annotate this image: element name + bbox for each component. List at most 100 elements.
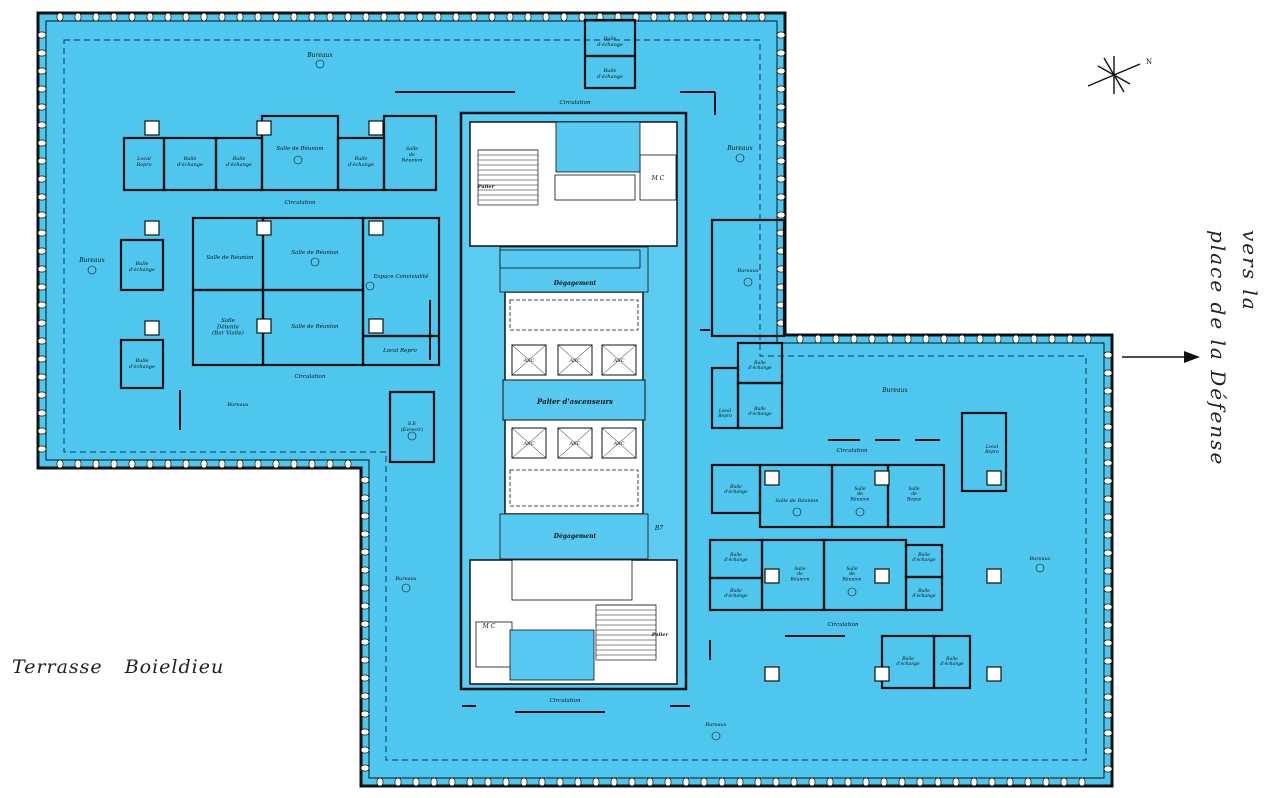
north-arrow: N — [1087, 56, 1152, 94]
perimeter-post — [218, 459, 226, 469]
perimeter-post — [452, 12, 460, 22]
perimeter-post — [110, 459, 118, 469]
perimeter-post — [290, 459, 298, 469]
structural-column — [256, 318, 272, 334]
perimeter-post — [776, 175, 786, 183]
perimeter-post — [776, 193, 786, 201]
perimeter-post — [448, 777, 456, 787]
perimeter-post — [578, 12, 586, 22]
perimeter-post — [344, 12, 352, 22]
perimeter-post — [308, 459, 316, 469]
perimeter-post — [37, 373, 47, 381]
label-mc-bottom: M C — [482, 623, 496, 630]
perimeter-post — [290, 12, 298, 22]
structural-column — [368, 318, 384, 334]
perimeter-post — [360, 656, 370, 664]
rooms — [119, 18, 1008, 690]
perimeter-post — [128, 459, 136, 469]
perimeter-post — [808, 777, 816, 787]
perimeter-post — [412, 777, 420, 787]
perimeter-post — [164, 459, 172, 469]
perimeter-post — [37, 391, 47, 399]
label-bureaux-right: Bureaux — [881, 387, 908, 394]
perimeter-post — [664, 777, 672, 787]
room-tag — [310, 257, 320, 267]
perimeter-post — [146, 12, 154, 22]
perimeter-post — [976, 334, 984, 344]
perimeter-post — [524, 12, 532, 22]
perimeter-post — [37, 103, 47, 111]
perimeter-post — [610, 777, 618, 787]
perimeter-post — [776, 211, 786, 219]
perimeter-post — [790, 777, 798, 787]
svg-text:ASC: ASC — [523, 441, 535, 447]
label-salle-reunion-2: Salle de Réunion — [291, 249, 339, 256]
perimeter-post — [1030, 334, 1038, 344]
perimeter-post — [868, 334, 876, 344]
perimeter-post — [360, 710, 370, 718]
label-circulation-1: Circulation — [284, 200, 316, 206]
perimeter-post — [1103, 387, 1113, 395]
perimeter-post — [37, 337, 47, 345]
label-local-repro-2: Local Repro — [382, 348, 417, 354]
perimeter-post — [1103, 621, 1113, 629]
perimeter-post — [722, 12, 730, 22]
perimeter-post — [37, 445, 47, 453]
label-bureaux-bl: Bureaux — [226, 402, 248, 408]
label-palier-ascenseurs: Palier d'ascenseurs — [536, 397, 613, 406]
perimeter-post — [92, 12, 100, 22]
perimeter-post — [326, 12, 334, 22]
perimeter-post — [488, 12, 496, 22]
perimeter-post — [326, 459, 334, 469]
perimeter-post — [37, 175, 47, 183]
label-salle-reunion-4: Salle de Réunion — [276, 145, 324, 152]
structural-column — [256, 120, 272, 136]
perimeter-post — [682, 777, 690, 787]
perimeter-post — [880, 777, 888, 787]
perimeter-post — [754, 777, 762, 787]
perimeter-post — [952, 777, 960, 787]
perimeter-post — [37, 121, 47, 129]
perimeter-post — [772, 777, 780, 787]
perimeter-post — [37, 67, 47, 75]
perimeter-post — [506, 12, 514, 22]
perimeter-post — [380, 12, 388, 22]
perimeter-post — [1103, 441, 1113, 449]
perimeter-post — [236, 459, 244, 469]
perimeter-post — [37, 229, 47, 237]
perimeter-post — [74, 459, 82, 469]
perimeter-post — [922, 334, 930, 344]
perimeter-post — [776, 139, 786, 147]
perimeter-post — [776, 31, 786, 39]
perimeter-post — [758, 12, 766, 22]
perimeter-posts — [37, 12, 1113, 787]
perimeter-post — [1103, 405, 1113, 413]
room-tags — [87, 59, 1045, 741]
label-degagement-bottom: Dégagement — [553, 533, 597, 540]
perimeter-post — [74, 12, 82, 22]
structural-column — [144, 220, 160, 236]
perimeter-post — [146, 459, 154, 469]
perimeter-post — [776, 121, 786, 129]
room-labels: Bureaux Bureaux Bureaux Bureaux Bureaux … — [78, 36, 1051, 728]
structural-column — [144, 320, 160, 336]
perimeter-post — [1103, 549, 1113, 557]
structural-column — [874, 666, 890, 682]
label-bureaux-tr: Bureaux — [726, 145, 753, 152]
perimeter-post — [360, 512, 370, 520]
perimeter-post — [360, 494, 370, 502]
terrasse-word: Terrasse — [12, 656, 103, 678]
perimeter-post — [360, 566, 370, 574]
perimeter-post — [236, 12, 244, 22]
label-salle-reunion-3: Salle de Réunion — [291, 323, 339, 330]
room-tag — [365, 281, 375, 291]
